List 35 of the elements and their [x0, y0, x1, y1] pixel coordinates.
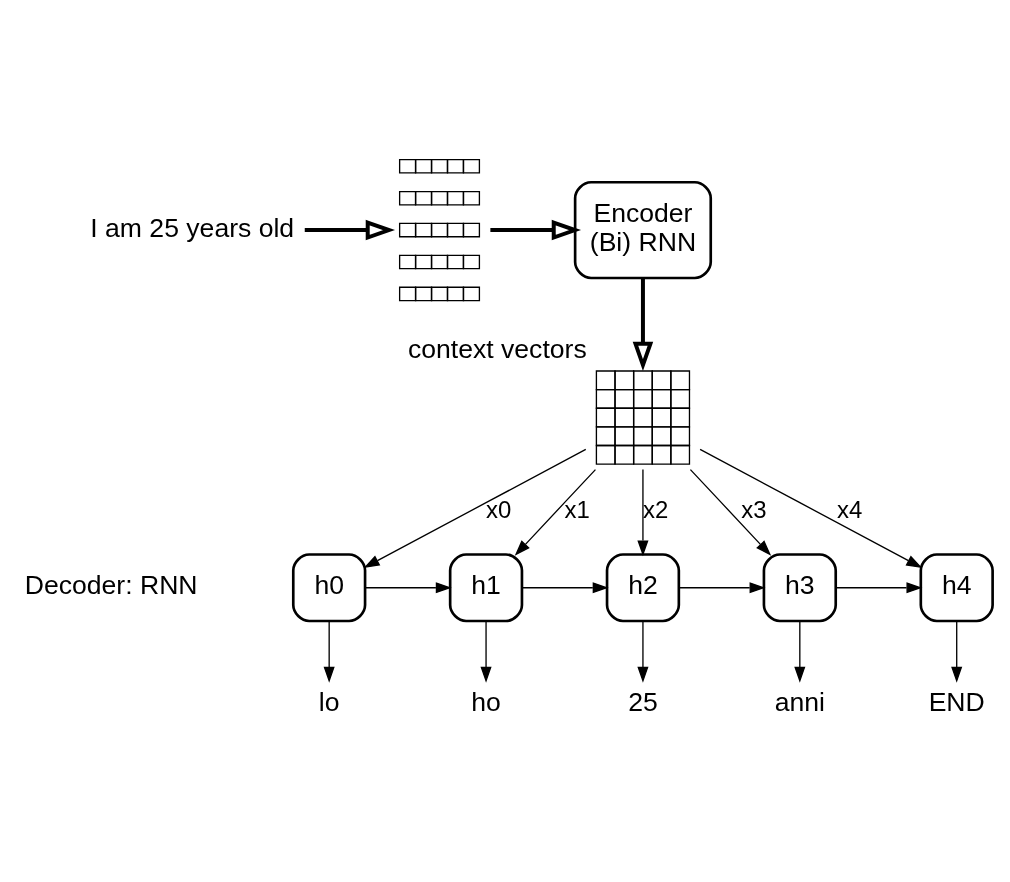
- arrow: [835, 581, 923, 593]
- arrow: [490, 219, 582, 240]
- arrow: [632, 277, 654, 371]
- node-label: context vectors: [407, 333, 587, 364]
- arrow: [480, 620, 492, 683]
- node-text: anni: [774, 686, 825, 717]
- edge-label: x3: [741, 495, 767, 523]
- node-text: I am 25 years old: [90, 212, 295, 243]
- arrow: [521, 581, 609, 593]
- arrow: [637, 468, 649, 556]
- arrow: [363, 448, 587, 568]
- edge-label: x1: [564, 495, 590, 523]
- node-box: Encoder (Bi) RNN: [573, 180, 713, 279]
- arrow: [951, 620, 963, 683]
- edge-label: x4: [837, 495, 863, 523]
- arrow: [678, 581, 766, 593]
- arrow: [364, 581, 452, 593]
- arrow: [699, 448, 923, 568]
- arrow: [323, 620, 335, 683]
- node-box: h2: [605, 552, 681, 622]
- edge-label: x0: [486, 495, 512, 523]
- node-box: h3: [762, 552, 838, 622]
- node-box: h0: [291, 552, 367, 622]
- arrow: [514, 468, 597, 556]
- node-text: 25: [628, 686, 658, 717]
- node-box: h4: [919, 552, 994, 622]
- node-text: lo: [318, 686, 340, 717]
- node-box: h1: [448, 552, 524, 622]
- arrow: [794, 620, 806, 683]
- arrow: [304, 219, 395, 240]
- label: Decoder: RNN: [24, 569, 198, 600]
- node-text: END: [928, 686, 985, 717]
- arrow: [637, 620, 649, 683]
- arrow: [689, 468, 772, 556]
- node-text: ho: [471, 686, 501, 717]
